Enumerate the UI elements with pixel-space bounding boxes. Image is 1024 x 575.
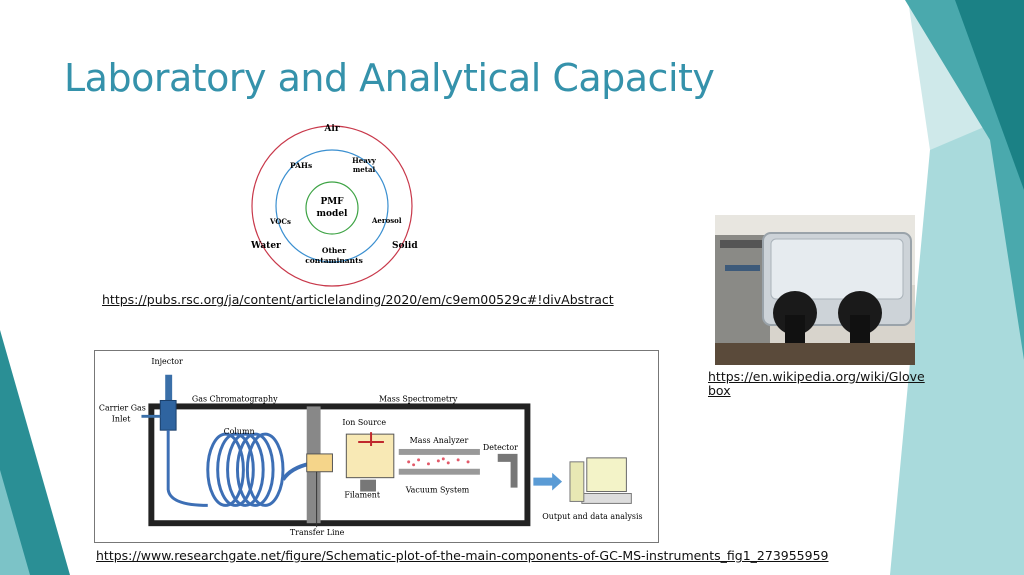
column-coil bbox=[206, 432, 285, 507]
carrier-label-line1: Carrier Gas bbox=[99, 403, 146, 412]
analyzer-rod-bottom bbox=[398, 468, 480, 475]
label-other-line1: Other bbox=[322, 246, 347, 255]
gc-frame bbox=[148, 403, 531, 527]
center-line1: PMF bbox=[320, 197, 344, 207]
output-label: Output and data analysis bbox=[542, 512, 642, 521]
glove-link-line1[interactable]: https://en.wikipedia.org/wiki/Glove bbox=[708, 369, 925, 384]
output-arrow bbox=[533, 472, 563, 491]
deco-left-triangle-light bbox=[0, 470, 30, 575]
photo-pipes-2 bbox=[725, 265, 760, 271]
computer-monitor bbox=[586, 457, 627, 493]
gcms-schematic: Injector Carrier Gas Inlet Gas Chromatog… bbox=[94, 350, 659, 543]
vacuum-label: Vacuum System bbox=[405, 486, 470, 495]
column-line-out bbox=[281, 461, 311, 481]
slide-title: Laboratory and Analytical Capacity bbox=[64, 56, 715, 100]
photo-pipes bbox=[720, 240, 765, 248]
analyzer-rod-top bbox=[398, 448, 480, 455]
outer-circle bbox=[251, 125, 413, 287]
photo-glove-port-left bbox=[773, 291, 817, 335]
glovebox-photo bbox=[715, 215, 915, 365]
center-line2: model bbox=[317, 209, 349, 219]
injector-head bbox=[159, 399, 177, 431]
label-heavy-line2: metal bbox=[353, 165, 376, 174]
label-other-line2: contaminants bbox=[305, 256, 363, 265]
detector-shape bbox=[497, 453, 518, 488]
transfer-line-box bbox=[306, 453, 333, 473]
transfer-label: Transfer Line bbox=[290, 528, 345, 537]
deco-light-shape bbox=[890, 110, 1024, 575]
photo-glovebox-window bbox=[770, 238, 904, 300]
column-label: Column bbox=[224, 427, 255, 436]
ion-dots bbox=[407, 457, 470, 467]
injector-label: Injector bbox=[151, 357, 183, 366]
label-air: Air bbox=[323, 124, 339, 134]
ms-label: Mass Spectrometry bbox=[379, 394, 458, 403]
deco-dark-shape bbox=[955, 0, 1024, 190]
glove-link-line2[interactable]: box bbox=[708, 383, 731, 398]
label-aerosol: Aerosol bbox=[371, 216, 402, 225]
photo-left-equipment bbox=[715, 235, 770, 345]
label-vocs: VOCs bbox=[269, 217, 291, 226]
photo-bench bbox=[715, 343, 915, 365]
injector-body bbox=[165, 374, 173, 405]
photo-glove-port-right bbox=[838, 291, 882, 335]
middle-circle bbox=[275, 149, 389, 263]
label-solid: Solid bbox=[392, 241, 418, 251]
label-pahs: PAHs bbox=[290, 161, 312, 170]
carrier-label-line2: Inlet bbox=[112, 414, 131, 423]
researchgate-link[interactable]: https://www.researchgate.net/figure/Sche… bbox=[96, 548, 829, 563]
label-heavy-line1: Heavy bbox=[352, 156, 377, 165]
computer-base bbox=[581, 493, 632, 504]
inner-circle bbox=[305, 181, 359, 235]
label-water: Water bbox=[250, 241, 281, 251]
deco-left-triangle bbox=[0, 330, 70, 575]
computer-tower bbox=[569, 461, 585, 502]
pmf-diagram: PMF model Air Water Solid PAHs Heavy met… bbox=[250, 124, 418, 287]
detector-label: Detector bbox=[483, 443, 518, 452]
filament-label: Filament bbox=[344, 490, 381, 499]
filament-block bbox=[360, 479, 377, 492]
gc-label: Gas Chromatography bbox=[192, 394, 278, 403]
ion-source-label: Ion Source bbox=[342, 418, 386, 427]
rsc-link[interactable]: https://pubs.rsc.org/ja/content/articlel… bbox=[102, 292, 614, 307]
column-line-in bbox=[166, 430, 208, 507]
mass-analyzer-label: Mass Analyzer bbox=[410, 436, 469, 445]
